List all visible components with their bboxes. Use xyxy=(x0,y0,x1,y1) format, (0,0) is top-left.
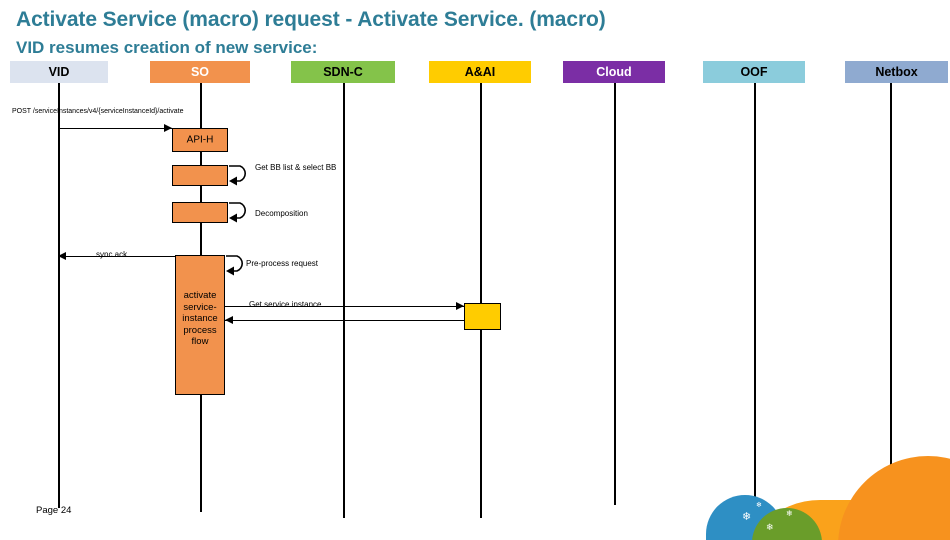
decorative-blob-orange-large xyxy=(838,456,950,540)
lifeline-header-a-ai[interactable]: A&AI xyxy=(429,61,531,83)
activation-bar-aai-box[interactable] xyxy=(464,303,501,330)
self-message-decomposition xyxy=(229,202,246,223)
arrowhead-get-svc-resp xyxy=(225,316,233,324)
message-label-pre-process: Pre-process request xyxy=(246,259,319,268)
sparkle-icon: ❄ xyxy=(766,522,774,532)
lifeline-oof xyxy=(754,83,756,518)
activation-bar-so-apih[interactable]: API-H xyxy=(172,128,228,152)
lifeline-header-vid[interactable]: VID xyxy=(10,61,108,83)
lifeline-a-ai xyxy=(480,83,482,518)
arrowhead-sync-ack xyxy=(58,252,66,260)
lifeline-header-so[interactable]: SO xyxy=(150,61,250,83)
lifeline-netbox xyxy=(890,83,892,520)
page-title: Activate Service (macro) request - Activ… xyxy=(16,8,606,31)
sparkle-icon: ❄ xyxy=(756,502,762,509)
sparkle-icon: ❄ xyxy=(742,511,752,523)
activation-bar-so-bb[interactable] xyxy=(172,165,228,186)
sparkle-icon: ❄ xyxy=(786,509,793,518)
page-subtitle: VID resumes creation of new service: xyxy=(16,38,318,57)
message-line-sync-ack xyxy=(58,256,175,257)
message-line-get-svc-inst xyxy=(225,306,464,307)
self-message-pre-process xyxy=(226,255,243,276)
message-line-get-svc-resp xyxy=(225,320,464,321)
lifeline-header-cloud[interactable]: Cloud xyxy=(563,61,665,83)
decorative-blob-orange-mid xyxy=(740,500,930,540)
lifeline-header-netbox[interactable]: Netbox xyxy=(845,61,948,83)
self-message-get-bb xyxy=(229,165,246,186)
arrowhead-post-activate xyxy=(164,124,172,132)
message-line-post-activate xyxy=(58,128,172,129)
lifeline-sdn-c xyxy=(343,83,345,518)
arrowhead-get-svc-inst xyxy=(456,302,464,310)
lifeline-header-oof[interactable]: OOF xyxy=(703,61,805,83)
message-label-post-activate: POST /serviceInstances/v4/{serviceInstan… xyxy=(12,108,184,115)
message-label-decomposition: Decomposition xyxy=(255,209,308,218)
activation-label-so-apih: API-H xyxy=(186,134,214,146)
lifeline-cloud xyxy=(614,83,616,505)
lifeline-header-sdn-c[interactable]: SDN-C xyxy=(291,61,395,83)
message-label-get-bb: Get BB list & select BB xyxy=(255,163,337,172)
activation-bar-so-decomp[interactable] xyxy=(172,202,228,223)
lifeline-vid xyxy=(58,83,60,508)
message-label-sync-ack: sync ack xyxy=(96,250,128,259)
message-label-get-svc-inst: Get service instance xyxy=(249,300,322,309)
page-number: Page 24 xyxy=(36,505,72,516)
